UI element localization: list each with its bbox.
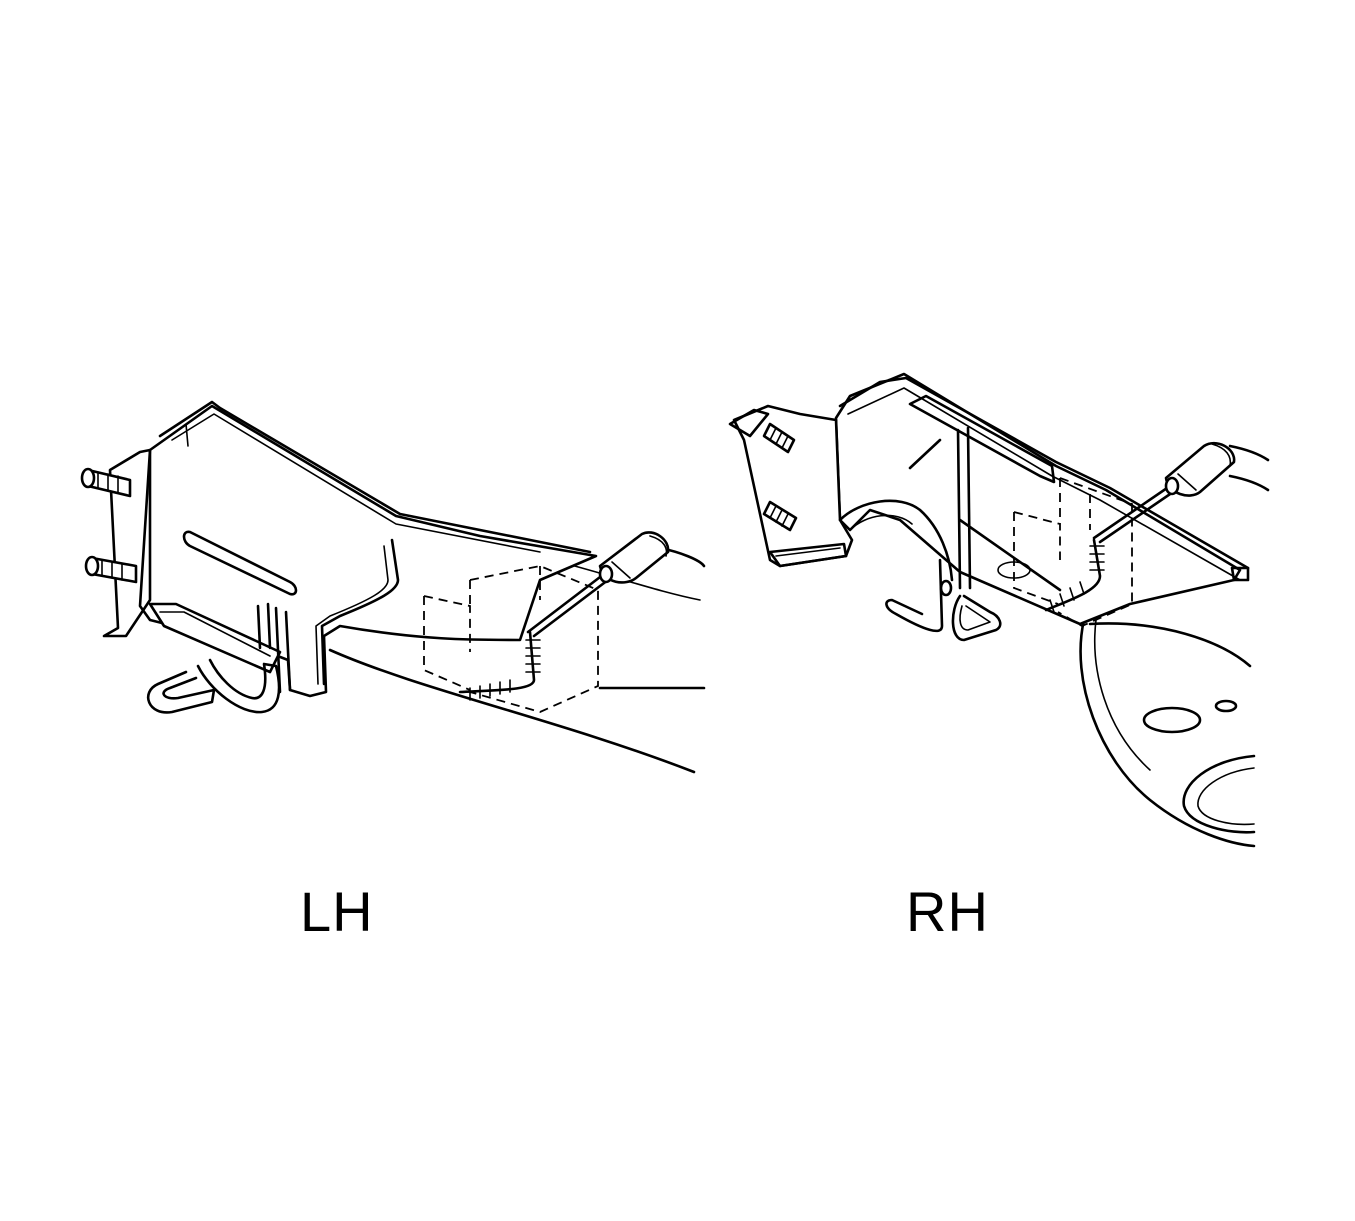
rh-sensor-coil: [1044, 538, 1102, 612]
lh-hidden-box: [423, 565, 599, 713]
lh-lower-stud: [84, 555, 138, 584]
lh-left-edge: [102, 448, 152, 638]
lh-hook-pipe-2: [196, 658, 281, 714]
rh-sensor-connector: [1164, 441, 1236, 497]
rh-coil-wraps: [1049, 545, 1105, 613]
lh-tab-a: [256, 602, 272, 650]
rh-lower-stud: [762, 500, 798, 532]
lh-rear-surface: [559, 561, 701, 601]
rh-rail-end: [1230, 566, 1250, 582]
rh-front-box: [732, 404, 854, 568]
rh-hanger-clip: [939, 579, 953, 597]
rh-hole-small: [1214, 699, 1238, 713]
rh-main-rail: [834, 372, 1242, 626]
rh-hanger-loop-inner: [959, 605, 991, 631]
rh-hole-large: [1142, 706, 1202, 734]
lh-lower-body-curve: [328, 648, 696, 774]
rh-side-panel-edge: [838, 499, 954, 582]
lh-sensor-connector: [598, 531, 670, 584]
rh-body-outline: [1079, 618, 1256, 848]
lh-fold-line: [320, 538, 400, 686]
rh-label: RH: [906, 880, 989, 943]
lh-flange-edge: [185, 423, 189, 447]
lh-tab-b: [274, 606, 292, 694]
rh-wheel-arch-inner: [1197, 767, 1255, 826]
rh-box-tab: [728, 408, 770, 438]
lh-assembly: [80, 400, 706, 774]
rh-hidden-box: [1013, 477, 1133, 628]
lh-coil-wraps: [469, 639, 541, 701]
lh-sensor-coil: [458, 630, 536, 694]
lh-top-flange: [158, 400, 592, 554]
rh-wheel-arch: [1182, 754, 1256, 834]
rh-assembly: [728, 372, 1270, 848]
lh-step-ledge-inner: [159, 611, 271, 657]
rh-box-bottom-inner: [775, 547, 841, 557]
rh-hanger-hook: [885, 558, 944, 633]
lh-sensor-probe: [526, 572, 610, 638]
rh-hanger-rod: [956, 426, 972, 590]
rh-sensor-probe: [1092, 484, 1178, 544]
rh-box-bottom: [768, 542, 848, 568]
lh-slot: [182, 530, 298, 596]
rh-upper-stud: [762, 422, 796, 454]
lh-upper-stud: [80, 467, 132, 498]
rh-upper-surface: [1088, 622, 1252, 668]
rh-body-contour: [1093, 619, 1151, 771]
lh-top-flange-inner: [171, 413, 541, 553]
lh-label: LH: [300, 880, 374, 943]
rh-rail-top: [838, 376, 1250, 570]
lh-bracket-body: [138, 404, 598, 698]
rh-hanger-loop: [951, 594, 1002, 642]
rh-small-opening: [997, 561, 1031, 579]
lh-hook-pipe: [146, 670, 216, 714]
lh-step-ledge: [148, 602, 282, 674]
lh-fold-line-inner: [315, 545, 389, 685]
rh-rail-strip: [908, 394, 1056, 484]
rh-panel-diagonal: [908, 438, 1062, 592]
rh-side-panel-edge-inner: [849, 514, 913, 531]
rh-rear-surface: [1228, 444, 1270, 492]
